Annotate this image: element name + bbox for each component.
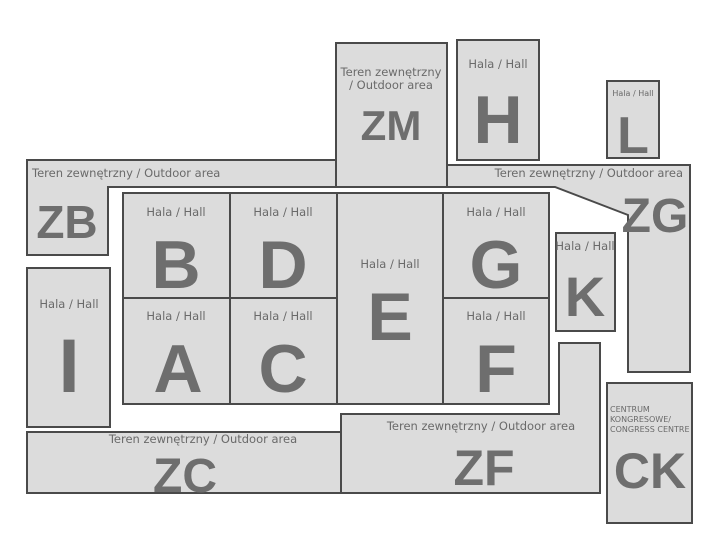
congress-centre-ck[interactable]: CENTRUM KONGRESOWE/ CONGRESS CENTRE CK	[606, 382, 693, 524]
zone-zg-code: ZG	[622, 190, 689, 243]
hall-h[interactable]: Hala / Hall H	[456, 39, 540, 161]
hall-k-subtitle: Hala / Hall	[555, 239, 614, 253]
zone-zg[interactable]: Teren zewnętrzny / Outdoor area ZG	[446, 164, 691, 373]
hall-f-subtitle: Hala / Hall	[466, 309, 525, 323]
hall-b[interactable]: Hala / Hall B	[122, 192, 231, 303]
hall-i[interactable]: Hala / Hall I	[26, 267, 111, 428]
zone-zm-subtitle-1: Teren zewnętrzny	[340, 65, 442, 79]
hall-k-shape	[555, 232, 616, 332]
zone-zc-shape	[26, 431, 342, 494]
hall-a[interactable]: Hala / Hall A	[122, 297, 231, 407]
hall-e[interactable]: Hala / Hall E	[336, 192, 444, 405]
zone-zc[interactable]: Teren zewnętrzny / Outdoor area ZC	[26, 431, 342, 503]
hall-f[interactable]: Hala / Hall F	[442, 297, 550, 407]
hall-b-subtitle: Hala / Hall	[146, 205, 205, 219]
hall-d-code: D	[258, 227, 307, 303]
zone-zb[interactable]: Teren zewnętrzny / Outdoor area ZB	[26, 159, 337, 256]
hall-c-code: C	[258, 331, 307, 407]
hall-g-shape	[442, 192, 550, 299]
zone-zg-shape	[446, 164, 691, 373]
hall-g-subtitle: Hala / Hall	[466, 205, 525, 219]
zone-zc-subtitle: Teren zewnętrzny / Outdoor area	[108, 432, 297, 446]
zone-zg-subtitle: Teren zewnętrzny / Outdoor area	[494, 166, 683, 180]
hall-h-subtitle: Hala / Hall	[468, 57, 527, 71]
hall-g-code: G	[470, 227, 523, 303]
hall-d-subtitle: Hala / Hall	[253, 205, 312, 219]
zone-zm[interactable]: Teren zewnętrzny / Outdoor area ZM	[335, 42, 448, 188]
ck-subtitle-2: KONGRESOWE/	[610, 415, 671, 424]
zone-zb-subtitle: Teren zewnętrzny / Outdoor area	[31, 166, 220, 180]
ck-subtitle-3: CONGRESS CENTRE	[610, 425, 690, 434]
hall-l-subtitle: Hala / Hall	[612, 89, 653, 98]
zone-zc-code: ZC	[153, 450, 217, 503]
zone-zm-code: ZM	[361, 102, 422, 149]
hall-i-subtitle: Hala / Hall	[39, 297, 98, 311]
zone-zb-code: ZB	[36, 196, 97, 248]
zone-zf-subtitle: Teren zewnętrzny / Outdoor area	[386, 419, 575, 433]
hall-c[interactable]: Hala / Hall C	[229, 297, 338, 407]
congress-centre-ck-shape	[606, 382, 693, 524]
hall-c-shape	[229, 297, 338, 405]
zone-zm-subtitle-2: / Outdoor area	[349, 78, 433, 92]
hall-l-shape	[606, 80, 660, 159]
hall-a-subtitle: Hala / Hall	[146, 309, 205, 323]
hall-g[interactable]: Hala / Hall G	[442, 192, 550, 303]
hall-b-code: B	[151, 227, 200, 303]
hall-d-shape	[229, 192, 338, 299]
hall-e-subtitle: Hala / Hall	[360, 257, 419, 271]
hall-f-code: F	[475, 331, 517, 407]
zone-zf-shape	[340, 342, 601, 494]
ck-subtitle-1: CENTRUM	[610, 405, 650, 414]
zone-zm-shape	[335, 42, 448, 188]
hall-d[interactable]: Hala / Hall D	[229, 192, 338, 303]
hall-c-subtitle: Hala / Hall	[253, 309, 312, 323]
ck-code: CK	[614, 443, 686, 499]
hall-i-shape	[26, 267, 111, 428]
hall-h-code: H	[473, 82, 522, 158]
hall-e-code: E	[367, 279, 412, 355]
hall-l[interactable]: Hala / Hall L	[606, 80, 660, 165]
hall-l-code: L	[617, 107, 649, 165]
zone-zf-code: ZF	[453, 440, 514, 496]
hall-k-code: K	[565, 265, 605, 328]
hall-a-code: A	[153, 331, 202, 407]
hall-i-code: I	[58, 324, 79, 409]
hall-f-shape	[442, 297, 550, 405]
hall-k[interactable]: Hala / Hall K	[555, 232, 616, 332]
zone-zf[interactable]: Teren zewnętrzny / Outdoor area ZF	[340, 342, 601, 496]
hall-h-shape	[456, 39, 540, 161]
